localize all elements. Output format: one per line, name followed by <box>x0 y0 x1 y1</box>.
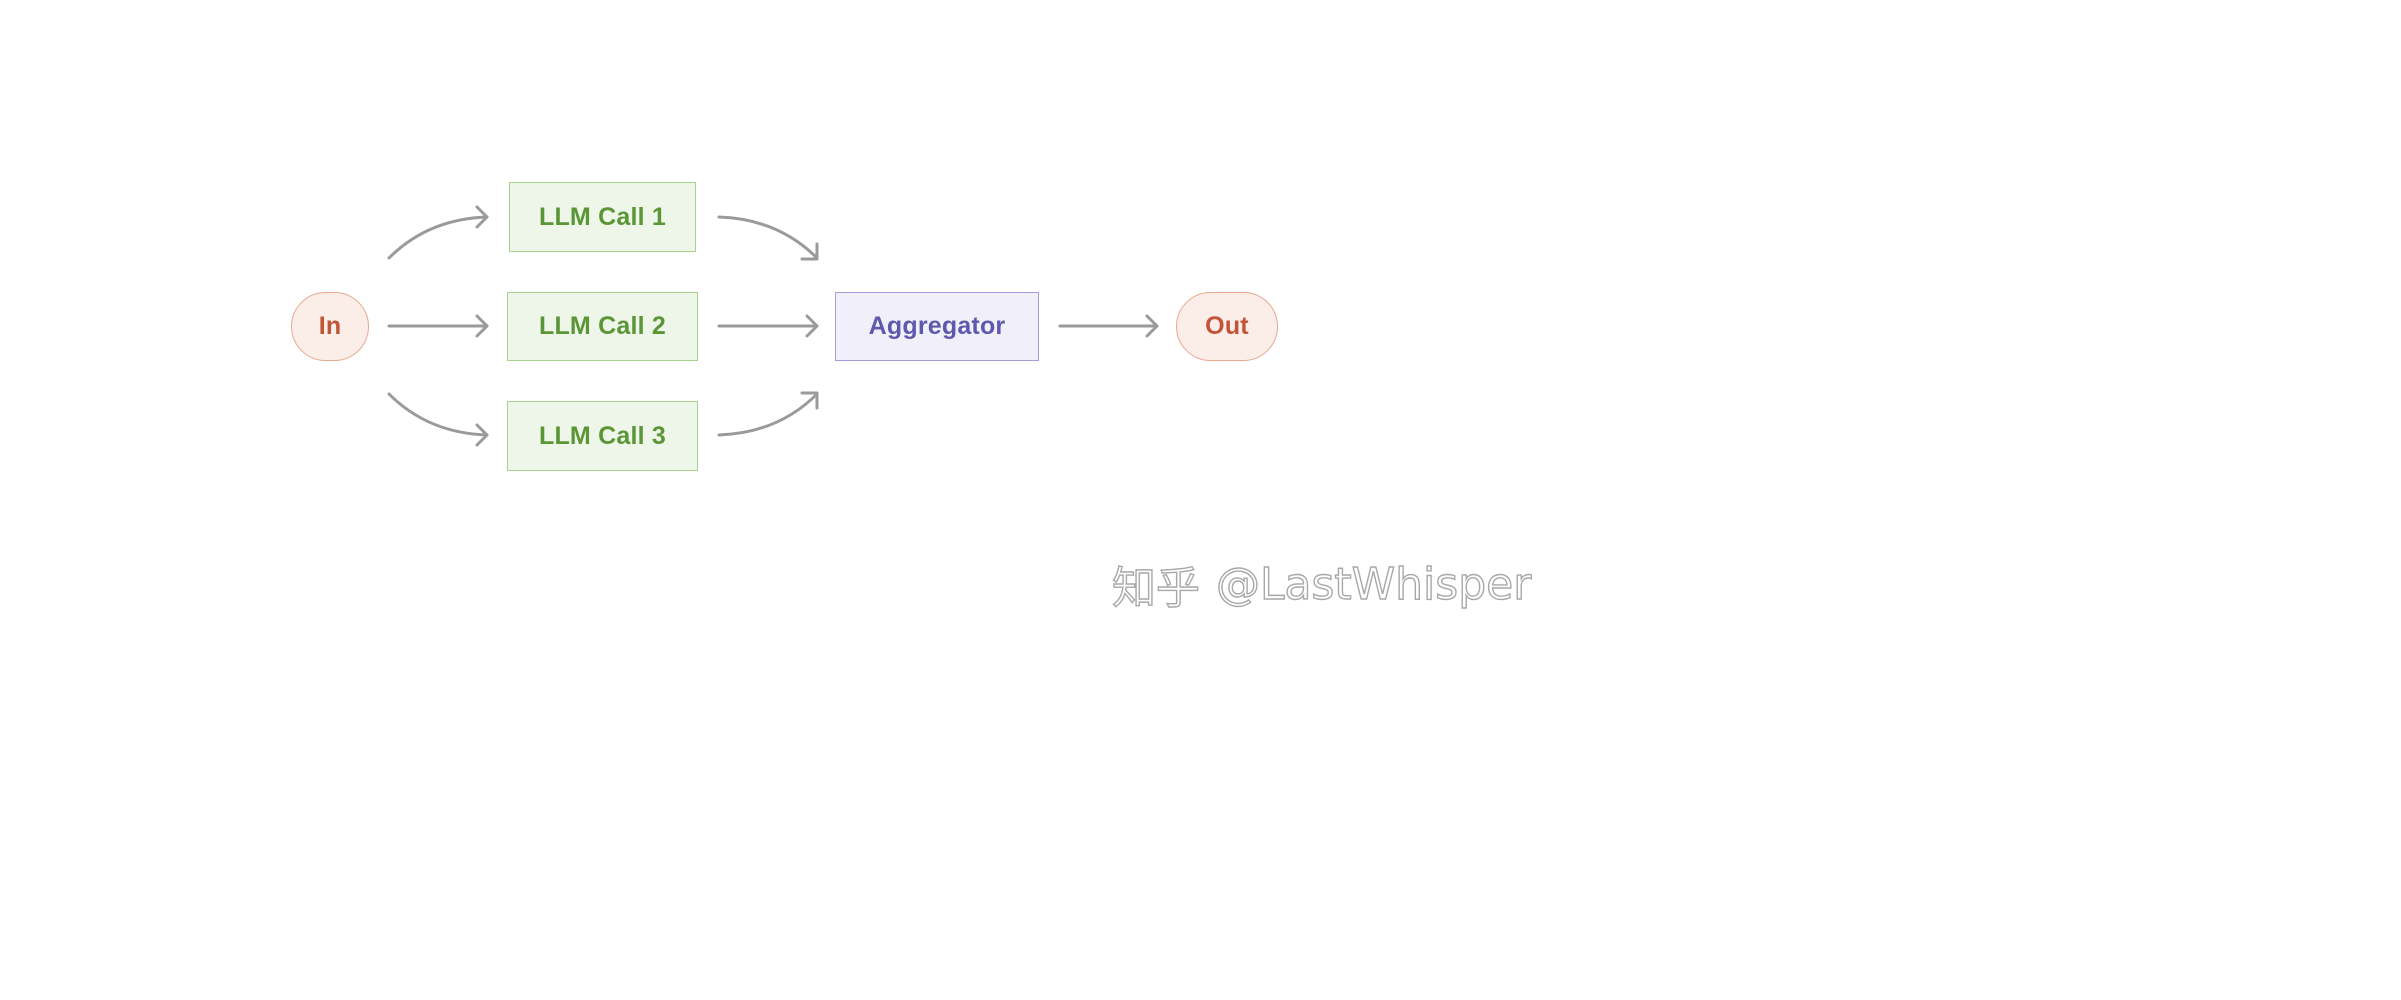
input-node: In <box>291 292 369 361</box>
watermark: 知乎 @LastWhisper <box>1111 552 1542 616</box>
arrow-llm1-to-aggregator <box>717 215 819 261</box>
watermark-site: 知乎 <box>1111 562 1200 614</box>
aggregator-label: Aggregator <box>868 312 1006 340</box>
llm-call-3-node: LLM Call 3 <box>507 401 698 471</box>
output-node: Out <box>1176 292 1278 361</box>
arrow-llm2-to-aggregator <box>717 314 819 338</box>
llm-call-2-label: LLM Call 2 <box>538 312 666 340</box>
input-node-label: In <box>318 312 342 340</box>
llm-call-3-label: LLM Call 3 <box>538 421 666 450</box>
llm-call-2-node: LLM Call 2 <box>507 292 698 361</box>
aggregator-node: Aggregator <box>835 292 1039 361</box>
arrow-in-to-llm2 <box>387 314 489 338</box>
arrow-in-to-llm1 <box>387 205 489 260</box>
output-node-label: Out <box>1205 312 1249 340</box>
llm-call-1-label: LLM Call 1 <box>538 202 666 231</box>
arrow-in-to-llm3 <box>387 392 489 447</box>
arrow-llm3-to-aggregator <box>717 391 819 437</box>
watermark-handle: @LastWhisper <box>1215 558 1532 610</box>
llm-call-1-node: LLM Call 1 <box>509 182 696 252</box>
diagram-canvas: In LLM Call 1 LLM Call 2 LLM Call 3 Aggr… <box>0 0 1564 664</box>
arrows-layer <box>387 205 1159 447</box>
arrow-aggregator-to-out <box>1058 314 1159 338</box>
